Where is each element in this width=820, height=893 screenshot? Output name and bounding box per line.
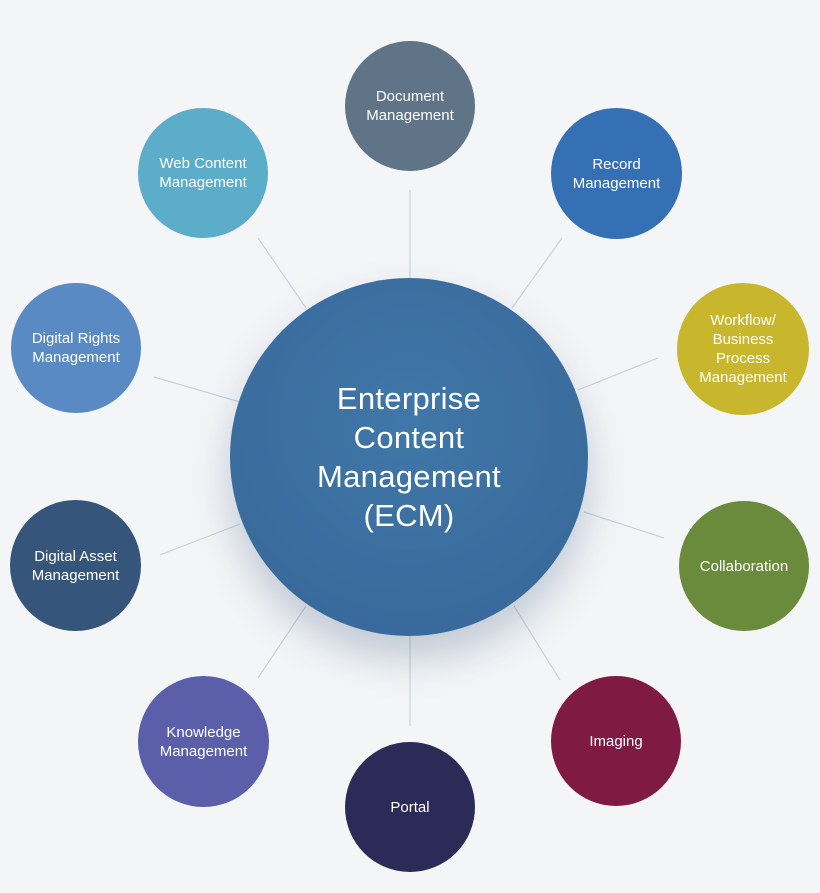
- node-document-management: Document Management: [345, 41, 475, 171]
- node-label-web-content-management: Web Content Management: [159, 155, 247, 191]
- node-label-collaboration: Collaboration: [699, 557, 789, 575]
- node-workflow-bpm: Workflow/ Business Process Management: [677, 283, 809, 415]
- node-label-imaging: Imaging: [589, 732, 643, 750]
- connector-imaging: [513, 605, 561, 681]
- ecm-hub: Enterprise Content Management (ECM): [230, 278, 588, 636]
- node-imaging: Imaging: [551, 676, 681, 806]
- node-digital-rights-management: Digital Rights Management: [11, 283, 141, 413]
- node-label-record-management: Record Management: [572, 155, 661, 192]
- connector-digital-asset: [159, 523, 241, 556]
- connector-lines: [153, 190, 665, 726]
- connector-record: [511, 237, 563, 309]
- node-record-management: Record Management: [551, 108, 682, 239]
- node-label-document-management: Document Management: [366, 88, 454, 124]
- node-knowledge-management: Knowledge Management: [138, 676, 269, 807]
- connector-collaboration: [583, 511, 665, 539]
- node-label-workflow-bpm: Workflow/ Business Process Management: [699, 312, 787, 386]
- node-label-knowledge-management: Knowledge Management: [159, 723, 248, 760]
- connector-digital-rights: [153, 376, 241, 403]
- node-collaboration: Collaboration: [679, 501, 809, 631]
- node-web-content-management: Web Content Management: [138, 108, 268, 238]
- connector-knowledge: [257, 605, 307, 679]
- hub-label: Enterprise Content Management (ECM): [317, 381, 501, 533]
- connector-web-content: [257, 237, 307, 309]
- node-label-digital-rights-management: Digital Rights Management: [31, 330, 121, 366]
- node-label-portal: Portal: [390, 798, 430, 816]
- node-portal: Portal: [345, 742, 475, 872]
- node-digital-asset-management: Digital Asset Management: [10, 500, 141, 631]
- node-label-digital-asset-management: Digital Asset Management: [31, 547, 120, 584]
- connector-workflow: [577, 357, 659, 391]
